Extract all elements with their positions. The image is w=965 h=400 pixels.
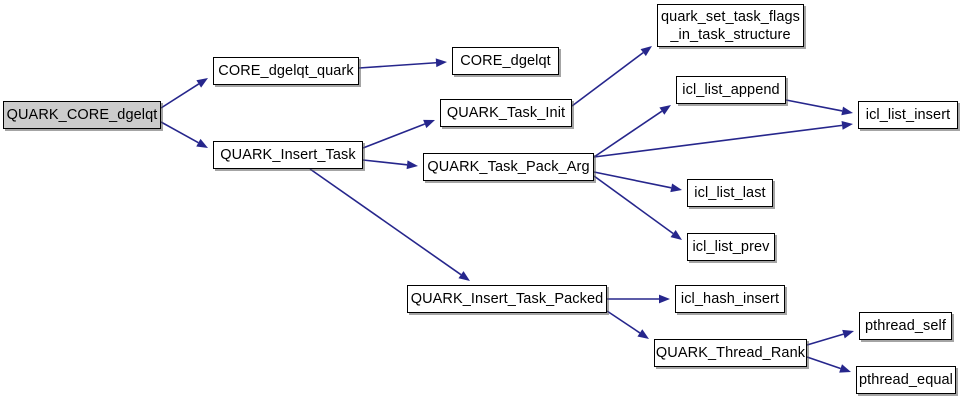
graph-node-label: QUARK_Insert_Task_Packed [410, 290, 604, 307]
edge-quark-core-dgelqt-to-core-dgelqt-quark [160, 78, 208, 109]
arrowhead-icon [839, 364, 851, 373]
graph-node-quark-insert-task[interactable]: QUARK_Insert_Task [213, 141, 363, 169]
arrowhead-icon [423, 119, 435, 129]
graph-node-icl-list-append[interactable]: icl_list_append [676, 76, 786, 104]
arrowhead-icon [841, 106, 853, 116]
edge-quark-insert-task-packed-to-icl-hash-insert [607, 294, 670, 304]
edge-quark-task-pack-arg-to-icl-list-last [593, 171, 682, 193]
graph-node-label: pthread_self [864, 317, 946, 334]
graph-node-quark-insert-task-packed[interactable]: QUARK_Insert_Task_Packed [407, 285, 607, 313]
edge-quark-task-pack-arg-to-icl-list-prev [593, 175, 682, 240]
edge-quark-insert-task-to-quark-insert-task-packed [309, 168, 470, 281]
edge-quark-task-pack-arg-to-icl-list-append [593, 105, 671, 158]
graph-node-core-dgelqt-quark[interactable]: CORE_dgelqt_quark [213, 57, 359, 85]
edge-icl-list-append-to-icl-list-insert [785, 99, 853, 116]
arrowhead-icon [406, 160, 418, 170]
graph-node-label: icl_list_prev [692, 238, 770, 255]
arrowhead-icon [670, 229, 682, 240]
graph-node-icl-list-last[interactable]: icl_list_last [687, 179, 773, 207]
edge-quark-insert-task-to-quark-task-pack-arg [362, 159, 418, 170]
graph-node-label: QUARK_Insert_Task [220, 146, 356, 163]
arrowhead-icon [196, 138, 208, 148]
graph-node-core-dgelqt[interactable]: CORE_dgelqt [452, 47, 559, 75]
graph-node-icl-hash-insert[interactable]: icl_hash_insert [675, 285, 785, 313]
graph-node-quark-set-task-flags-in-task-structure[interactable]: quark_set_task_flags _in_task_structure [657, 4, 804, 47]
graph-node-quark-core-dgelqt[interactable]: QUARK_CORE_dgelqt [3, 101, 161, 129]
graph-node-label: pthread_equal [858, 371, 954, 388]
graph-node-label: icl_list_append [682, 81, 780, 98]
graph-node-label: QUARK_Task_Pack_Arg [427, 158, 590, 175]
edge-quark-thread-rank-to-pthread-equal [806, 356, 851, 373]
graph-node-pthread-equal[interactable]: pthread_equal [856, 366, 956, 394]
graph-node-label: icl_hash_insert [680, 290, 780, 307]
arrowhead-icon [458, 271, 470, 281]
edge-quark-task-pack-arg-to-icl-list-insert [593, 121, 853, 158]
graph-node-pthread-self[interactable]: pthread_self [859, 312, 952, 340]
arrowhead-icon [670, 183, 682, 193]
graph-node-icl-list-insert[interactable]: icl_list_insert [858, 101, 958, 129]
arrowhead-icon [841, 121, 853, 130]
arrowhead-icon [640, 46, 652, 57]
graph-node-label: QUARK_CORE_dgelqt [6, 106, 158, 123]
graph-node-quark-thread-rank[interactable]: QUARK_Thread_Rank [654, 339, 807, 367]
graph-node-label: CORE_dgelqt [460, 52, 551, 69]
graph-node-quark-task-pack-arg[interactable]: QUARK_Task_Pack_Arg [423, 153, 594, 181]
edge-quark-task-init-to-quark-set-task-flags-in-task-structure [571, 46, 652, 107]
arrowhead-icon [659, 105, 671, 115]
edge-core-dgelqt-quark-to-core-dgelqt [358, 58, 447, 69]
arrowhead-icon [842, 329, 854, 339]
graph-node-label: CORE_dgelqt_quark [218, 62, 354, 79]
arrowhead-icon [435, 58, 447, 68]
graph-node-label: QUARK_Thread_Rank [655, 344, 806, 361]
edge-quark-core-dgelqt-to-quark-insert-task [160, 121, 208, 148]
graph-node-label: icl_list_insert [865, 106, 951, 123]
graph-node-quark-task-init[interactable]: QUARK_Task_Init [440, 99, 572, 127]
edge-quark-insert-task-packed-to-quark-thread-rank [606, 310, 649, 339]
graph-node-label: QUARK_Task_Init [446, 104, 566, 121]
graph-node-icl-list-prev[interactable]: icl_list_prev [687, 233, 775, 261]
arrowhead-icon [637, 329, 649, 339]
edge-quark-thread-rank-to-pthread-self [806, 329, 854, 346]
graph-node-label: icl_list_last [694, 184, 766, 201]
arrowhead-icon [196, 78, 208, 88]
graph-node-label: quark_set_task_flags _in_task_structure [660, 8, 801, 43]
edge-quark-insert-task-to-quark-task-init [362, 119, 435, 149]
arrowhead-icon [659, 294, 670, 304]
